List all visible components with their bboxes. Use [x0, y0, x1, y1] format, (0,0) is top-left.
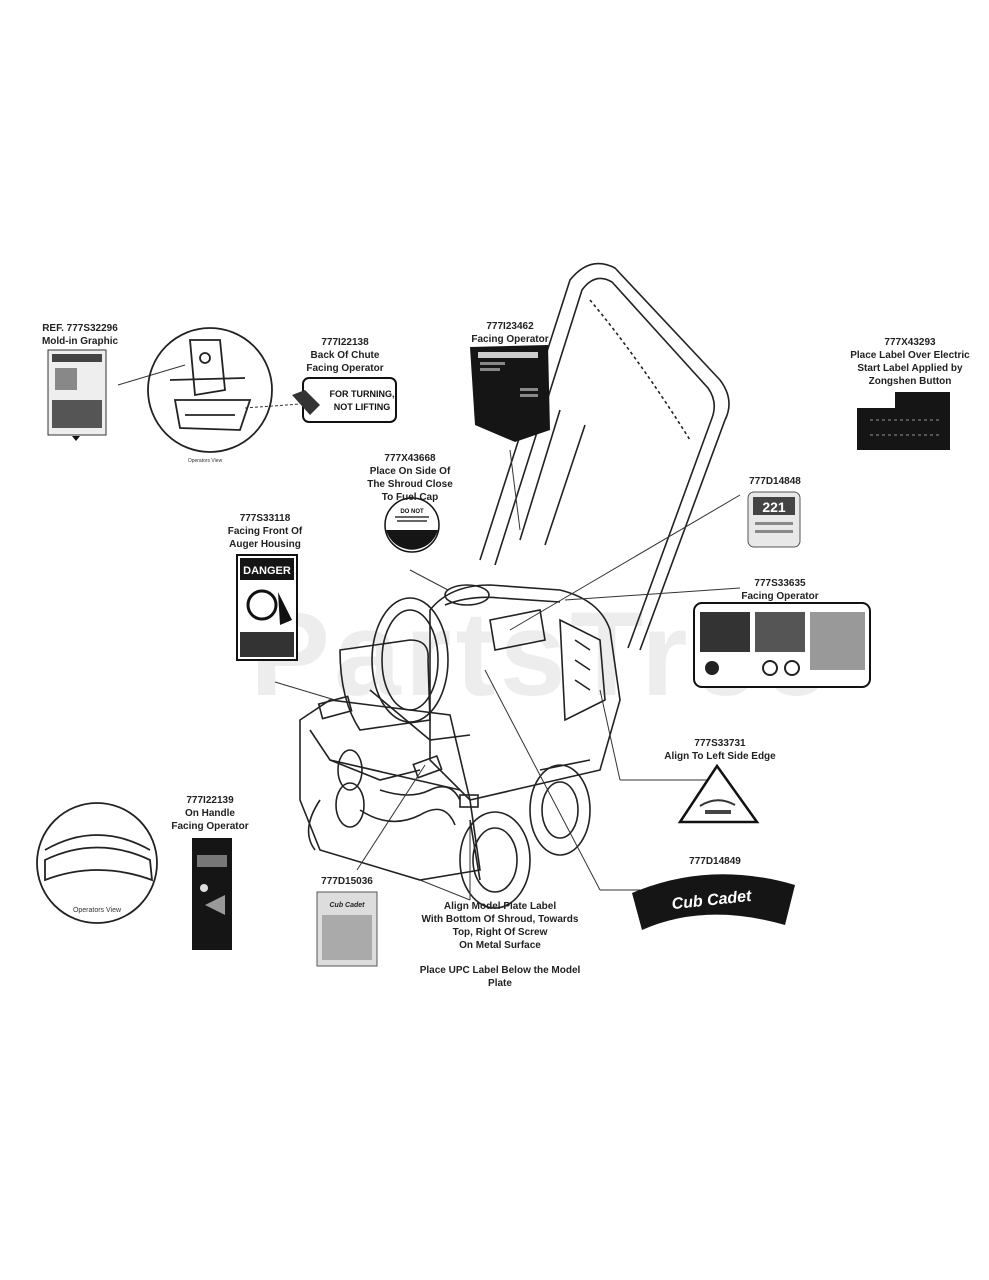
label-777S33731 — [677, 763, 760, 824]
handle — [479, 262, 730, 651]
operators-view-top: Operators View — [188, 458, 223, 464]
left-wheel — [459, 811, 531, 909]
label-777D14849: Cub Cadet — [632, 874, 795, 930]
label-777S33118: DANGER — [236, 554, 298, 661]
svg-text:DO NOT: DO NOT — [400, 509, 424, 515]
label-777I23462 — [470, 345, 550, 442]
callout-777D14849: 777D14849 — [689, 856, 741, 867]
engine-shroud — [429, 584, 621, 801]
label-mold-in-graphic — [47, 349, 107, 441]
operators-view-bottom: Operators View — [73, 907, 122, 914]
detail-circle-chute — [147, 327, 273, 453]
svg-text:FOR TURNING,: FOR TURNING, — [330, 389, 395, 399]
label-777X43293 — [857, 392, 950, 450]
label-777I22139 — [192, 838, 232, 950]
auger-housing — [299, 699, 481, 881]
detail-circle-handle — [36, 802, 158, 924]
label-777S33635 — [693, 602, 871, 688]
svg-text:221: 221 — [762, 499, 786, 515]
callout-777D15036: 777D15036 — [321, 876, 373, 887]
discharge-chute — [339, 639, 431, 731]
label-777X43668: DO NOT — [384, 497, 440, 553]
label-777D14848: 221 — [747, 491, 801, 548]
svg-text:Cub Cadet: Cub Cadet — [330, 902, 366, 909]
label-777I22138: FOR TURNING, NOT LIFTING — [292, 377, 397, 423]
callout-777D14848: 777D14848 — [749, 476, 801, 487]
svg-text:DANGER: DANGER — [243, 565, 291, 577]
svg-text:NOT LIFTING: NOT LIFTING — [334, 402, 391, 412]
right-wheel — [529, 764, 591, 856]
label-777D15036: Cub Cadet — [316, 891, 378, 967]
